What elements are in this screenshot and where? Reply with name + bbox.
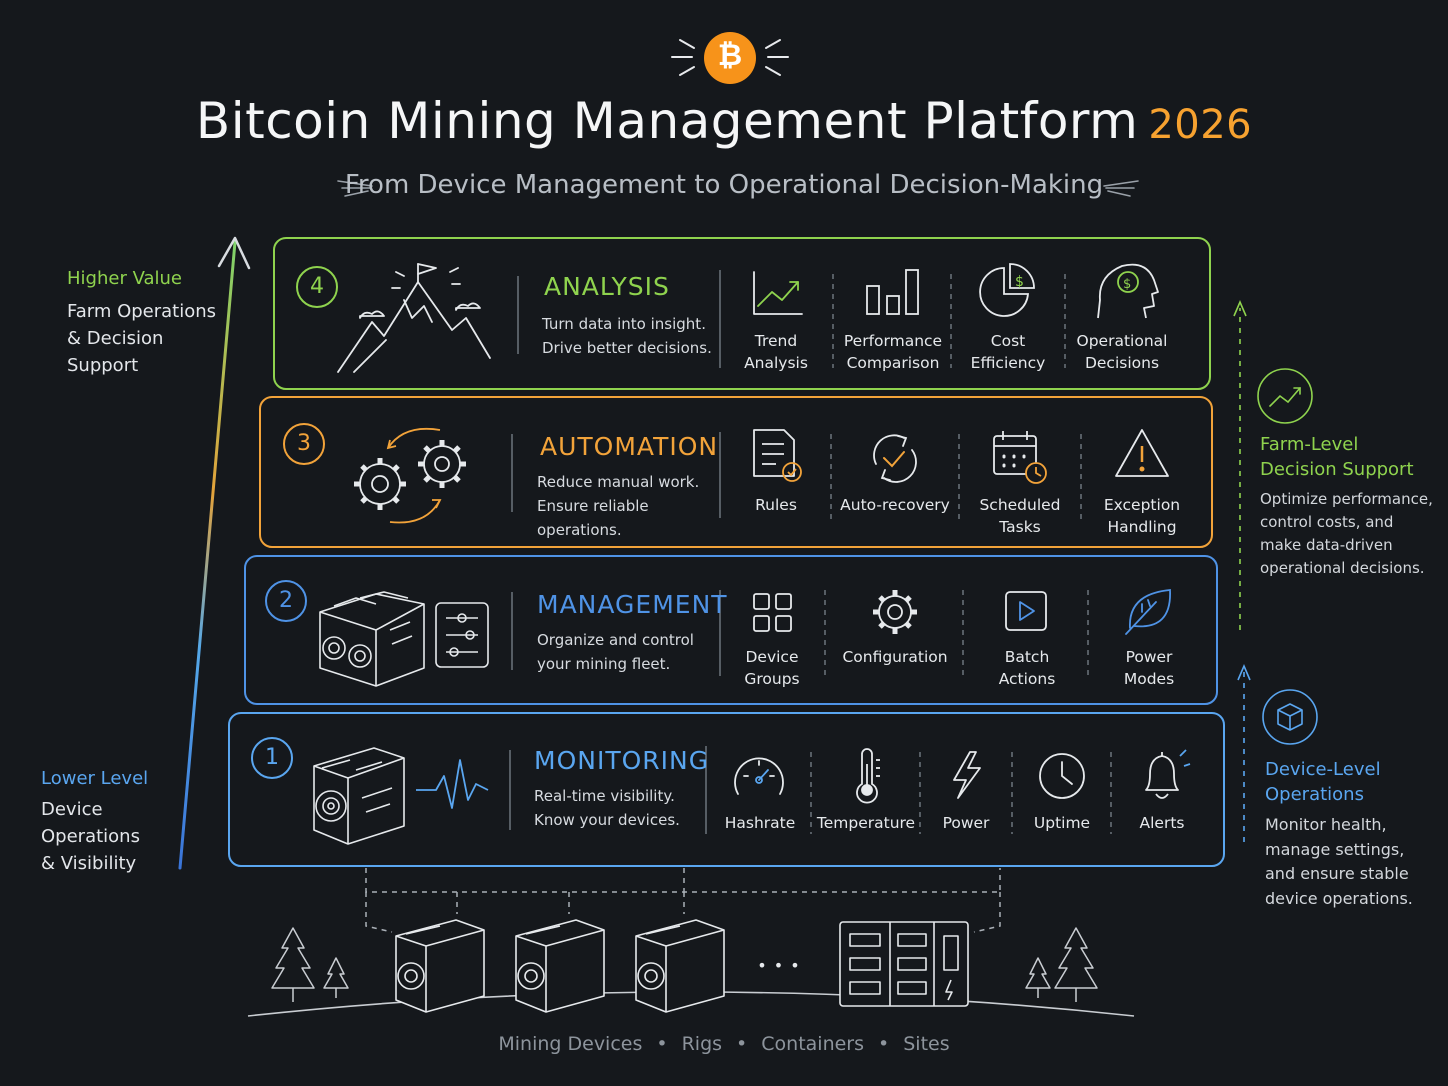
- level-frame-automation: [259, 396, 1213, 548]
- gear-icon: [873, 590, 917, 634]
- level-number-1: 1: [251, 737, 293, 779]
- bitcoin-icon: ₿: [717, 38, 743, 73]
- mountain-flag-icon: [337, 263, 491, 373]
- item-temperature: Temperature: [816, 814, 916, 832]
- level-title-automation: AUTOMATION: [540, 432, 719, 461]
- farm-note-text: Optimize performance,control costs, and …: [1260, 490, 1433, 577]
- device-note-text: Monitor health,manage settings, and ensu…: [1265, 815, 1413, 908]
- level-title-analysis: ANALYSIS: [544, 272, 670, 301]
- play-icon: [1005, 591, 1047, 631]
- warning-icon: [1115, 429, 1169, 477]
- thermometer-icon: [856, 748, 880, 804]
- cube-circle-icon: [1262, 689, 1318, 745]
- lightning-icon: [953, 751, 981, 799]
- tree-icon: [271, 927, 1098, 1002]
- level-title-management: MANAGEMENT: [537, 590, 728, 619]
- label-sites: Sites: [903, 1033, 950, 1055]
- label-separator: •: [736, 1033, 748, 1055]
- level-frame-management: [244, 555, 1218, 705]
- item-power: Power: [942, 814, 990, 832]
- mining-device-icon: [515, 919, 605, 1013]
- level-frame-monitoring: [228, 712, 1225, 867]
- level-desc-monitoring: Real-time visibility.Know your devices.: [534, 787, 680, 829]
- item-hashrate: Hashrate: [724, 814, 796, 832]
- title-text: Bitcoin Mining Management Platform: [195, 92, 1139, 150]
- svg-text:$: $: [1015, 274, 1024, 290]
- mining-device-icon: [635, 919, 725, 1013]
- item-uptime: Uptime: [1033, 814, 1091, 832]
- level-number-4: 4: [296, 266, 338, 308]
- svg-text:$: $: [1123, 277, 1131, 292]
- device-side-arrow: [1237, 663, 1251, 842]
- higher-value-label: Higher Value: [67, 268, 182, 289]
- trend-chart-icon: [753, 271, 803, 315]
- gears-cycle-icon: [354, 427, 466, 524]
- clock-icon: [1039, 753, 1085, 799]
- label-mining-devices: Mining Devices: [498, 1033, 643, 1055]
- title-year: 2026: [1148, 102, 1253, 148]
- head-dollar-icon: $: [1097, 263, 1159, 319]
- page-subtitle: From Device Management to Operational De…: [344, 170, 1104, 200]
- trend-circle-icon: [1257, 368, 1313, 424]
- mining-device-icon: [395, 919, 485, 1013]
- miner-stack-icon: [319, 591, 489, 687]
- farm-side-arrow: [1233, 299, 1247, 630]
- higher-value-text: Farm Operations & Decision Support: [67, 301, 217, 376]
- calendar-clock-icon: [993, 431, 1047, 484]
- item-rules: Rules: [755, 496, 797, 514]
- miner-pulse-icon: [313, 747, 489, 845]
- item-alerts: Alerts: [1139, 814, 1185, 832]
- label-rigs: Rigs: [681, 1033, 723, 1055]
- label-separator: •: [656, 1033, 668, 1055]
- level-number-2: 2: [265, 580, 307, 622]
- level-title-monitoring: MONITORING: [534, 746, 710, 775]
- leaf-icon: [1125, 589, 1171, 635]
- item-auto-recovery: Auto-recovery: [840, 496, 950, 514]
- level-frame-analysis: [273, 237, 1211, 390]
- infrastructure-labels: Mining Devices • Rigs • Containers • Sites: [0, 1033, 1448, 1055]
- level-desc-automation: Reduce manual work.Ensure reliable opera…: [537, 473, 700, 539]
- level-number-3: 3: [283, 423, 325, 465]
- gauge-icon: [734, 757, 784, 795]
- container-cabinet-icon: [839, 921, 969, 1007]
- bell-icon: [1145, 749, 1191, 799]
- ellipsis: • • •: [757, 956, 801, 975]
- value-axis-arrow: [178, 236, 251, 870]
- label-separator: •: [878, 1033, 890, 1055]
- auto-recovery-icon: [873, 434, 917, 483]
- infrastructure-connectors: [365, 868, 1001, 933]
- label-containers: Containers: [761, 1033, 865, 1055]
- lower-level-label: Lower Level: [41, 768, 149, 789]
- rules-document-icon: [753, 429, 802, 482]
- pie-dollar-icon: $: [979, 263, 1035, 317]
- grid-icon: [753, 593, 792, 632]
- bar-chart-icon: [866, 269, 919, 315]
- item-configuration: Configuration: [842, 648, 948, 666]
- lower-level-text: Device Operations & Visibility: [41, 799, 140, 874]
- level-desc-analysis: Turn data into insight.Drive better deci…: [542, 315, 712, 357]
- bitcoin-logo: [671, 32, 789, 84]
